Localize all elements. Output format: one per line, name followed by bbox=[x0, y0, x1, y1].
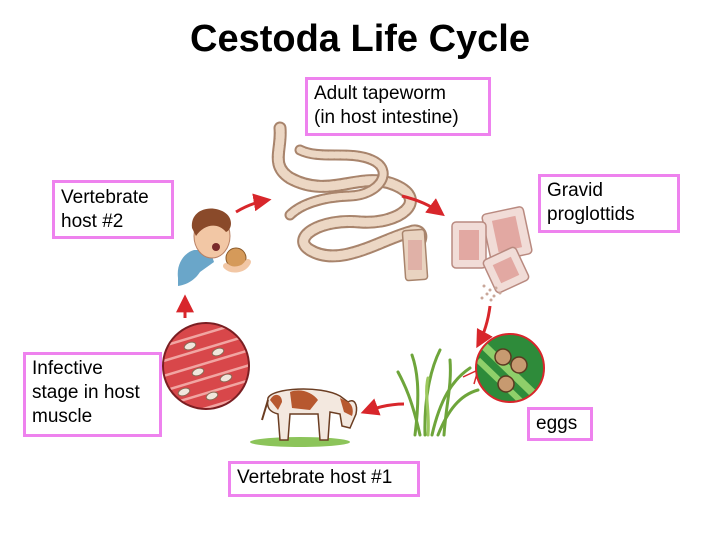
arrow-gravid-to-eggs bbox=[478, 306, 490, 345]
grass-icon bbox=[398, 350, 478, 435]
cow-icon bbox=[250, 389, 357, 447]
arrow-grass-to-cow bbox=[364, 404, 404, 412]
arrow-host2-to-adult bbox=[236, 200, 268, 212]
label-adult-tapeworm: Adult tapeworm (in host intestine) bbox=[305, 77, 491, 136]
label-infective-stage: Infective stage in host muscle bbox=[23, 352, 162, 437]
label-vertebrate-host-1: Vertebrate host #1 bbox=[228, 461, 420, 497]
label-gravid-proglottids: Gravid proglottids bbox=[538, 174, 680, 233]
muscle-cyst-icon bbox=[150, 320, 260, 425]
label-vertebrate-host-2: Vertebrate host #2 bbox=[52, 180, 174, 239]
proglottid-icon bbox=[452, 206, 533, 301]
tapeworm-icon bbox=[278, 128, 427, 281]
person-eating-icon bbox=[178, 209, 248, 286]
eggs-icon bbox=[476, 334, 544, 410]
label-eggs: eggs bbox=[527, 407, 593, 441]
